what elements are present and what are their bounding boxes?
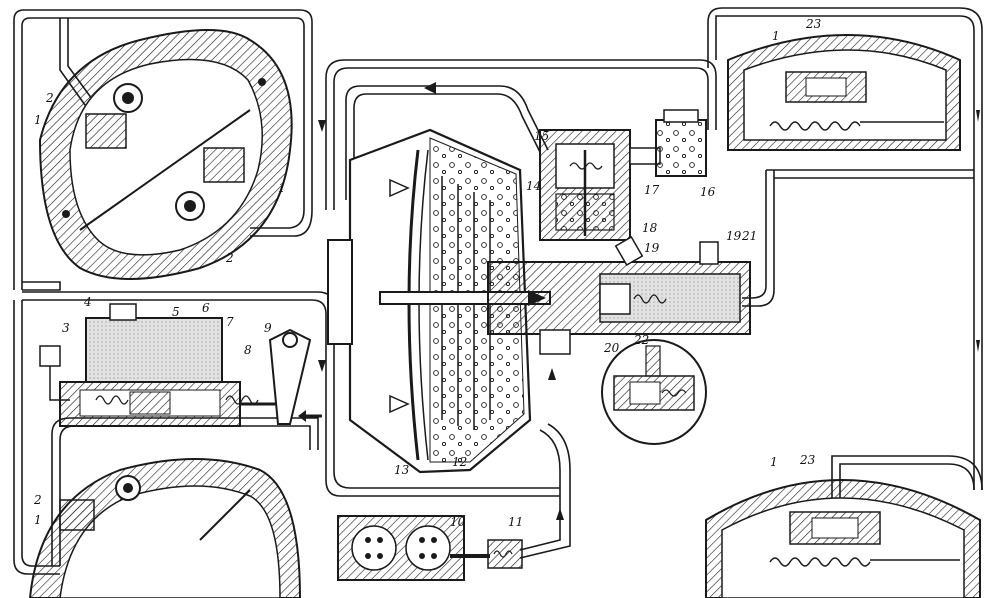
label-21: 21 [741,229,757,243]
label-2-lower-left: 2 [33,493,42,507]
label-13: 13 [394,463,410,477]
label-23-upper-right: 23 [805,17,822,31]
wheel-brake-lower-right [705,479,981,598]
label-17: 17 [644,183,660,197]
label-18: 18 [642,221,658,235]
label-12: 12 [452,455,467,469]
label-16: 16 [700,185,716,199]
vacuum-booster [327,128,551,474]
control-valve [539,109,707,241]
label-22: 22 [633,333,649,347]
label-20: 20 [603,341,620,355]
label-11: 11 [508,515,523,529]
master-cylinder-left [39,303,322,427]
booster-hydraulic-cylinder [487,235,751,355]
wheel-brake-upper-right [727,34,961,151]
label-19-right: 19 [726,229,742,243]
label-3: 3 [62,321,70,335]
label-1-lower-right: 1 [770,455,778,469]
label-2-upper-left: 2 [45,91,54,105]
label-1-upper-left-b: 1 [278,181,286,195]
label-2-upper-left-b: 2 [225,251,234,265]
label-19-left: 19 [644,241,660,255]
label-1-upper-right: 1 [772,29,780,43]
label-6: 6 [202,301,210,315]
label-5: 5 [172,305,180,319]
label-1-lower-left: 1 [34,513,42,527]
callout-labels: 1 2 1 2 1 23 3 4 5 6 7 8 9 15 14 16 17 1… [33,17,822,529]
label-10: 10 [450,515,466,529]
vacuum-pump [337,515,523,581]
wheel-brake-upper-left [38,29,293,280]
label-9: 9 [264,321,272,335]
label-15: 15 [534,129,549,143]
label-1-upper-left: 1 [34,113,42,127]
label-23-lower-right: 23 [799,453,816,467]
label-4: 4 [83,295,92,309]
label-8: 8 [244,343,252,357]
valve-detail-inset [601,339,707,445]
label-7: 7 [226,315,234,329]
label-14: 14 [526,179,541,193]
wheel-brake-lower-left [28,458,302,598]
flow-arrows [318,82,980,520]
